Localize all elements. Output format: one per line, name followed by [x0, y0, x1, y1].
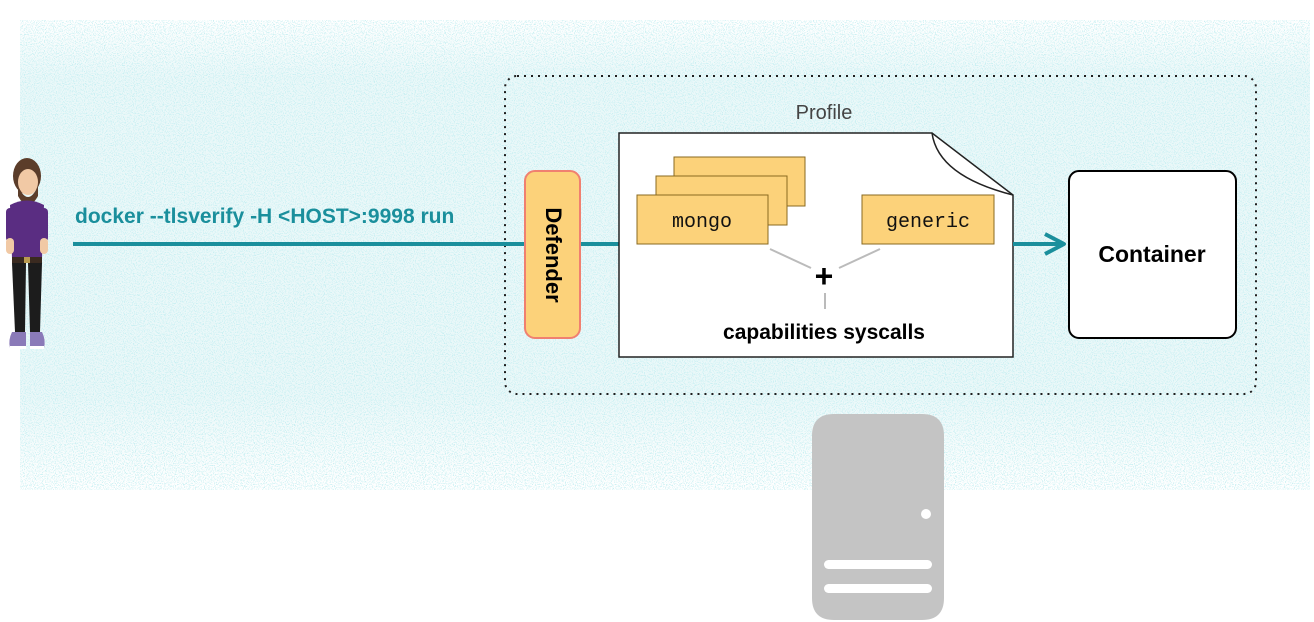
generic-card-label: generic [886, 211, 970, 234]
person-icon [6, 158, 48, 349]
merge-connectors [769, 248, 881, 309]
generic-card: generic [861, 194, 995, 245]
arrow-right-icon [1013, 232, 1066, 256]
defender-label: Defender [541, 207, 566, 303]
mongo-card-stack: mongo [636, 156, 806, 245]
server-icon [812, 414, 944, 620]
container-label: Container [1098, 241, 1205, 267]
profile-label: Profile [796, 102, 853, 124]
plus-sign: + [815, 258, 834, 294]
profile-boundary [504, 75, 1257, 395]
command-text: docker --tlsverify -H <HOST>:9998 run [75, 205, 454, 228]
container-box: Container [1068, 170, 1237, 339]
capabilities-label: capabilities syscalls [723, 321, 925, 344]
mongo-card-label: mongo [672, 211, 732, 234]
defender-box: Defender [524, 170, 581, 339]
